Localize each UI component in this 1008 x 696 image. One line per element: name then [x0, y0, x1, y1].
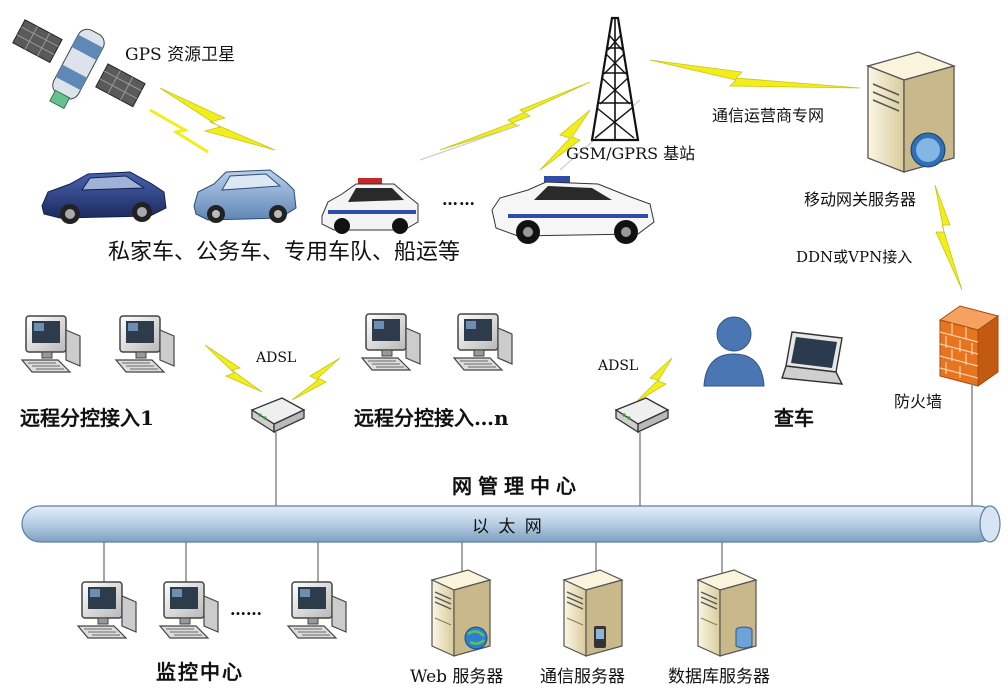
modem-icon [251, 397, 305, 433]
modem-icon [615, 397, 669, 433]
desktop-computer-icon [115, 315, 175, 373]
police-car-icon [491, 176, 655, 244]
ethernet-bus [21, 505, 1001, 543]
vehicle-check-label: 查车 [774, 406, 814, 430]
user-icon [703, 316, 765, 387]
car-icon [41, 171, 167, 224]
laptop-icon [781, 331, 844, 385]
db-server-label: 数据库服务器 [668, 667, 770, 687]
car-icon [193, 169, 297, 223]
vehicles-label: 私家车、公务车、专用车队、船运等 [108, 240, 461, 265]
base-station-label: GSM/GPRS 基站 [566, 144, 696, 163]
desktop-computer-icon [453, 313, 513, 371]
desktop-computer-icon [361, 313, 421, 371]
desktop-computer-icon [77, 581, 137, 639]
comm-server-label: 通信服务器 [540, 667, 625, 687]
adsl-left-label: ADSL [256, 350, 297, 366]
vehicles-ellipsis: …… [442, 190, 476, 209]
remote-access-1-label: 远程分控接入1 [20, 406, 154, 430]
desktop-computer-icon [159, 581, 219, 639]
satellite-icon [12, 19, 146, 110]
firewall-label: 防火墙 [894, 392, 943, 411]
monitor-dots: …… [230, 600, 262, 619]
management-center-label: 网管理中心 [452, 474, 582, 498]
wireless-links [149, 59, 963, 403]
cell-tower-icon [590, 16, 640, 142]
db-server-icon [697, 569, 757, 657]
remote-access-n-label: 远程分控接入…n [354, 406, 509, 430]
ddn-vpn-label: DDN或VPN接入 [796, 248, 913, 266]
carrier-network-label: 通信运营商专网 [712, 106, 825, 125]
gateway-server-icon [865, 51, 957, 173]
web-server-label: Web 服务器 [410, 667, 504, 687]
adsl-right-label: ADSL [598, 358, 639, 374]
desktop-computer-icon [21, 315, 81, 373]
monitor-center-label: 监控中心 [156, 660, 244, 684]
gateway-server-label: 移动网关服务器 [804, 190, 917, 209]
web-server-icon [431, 569, 491, 657]
police-car-icon [321, 178, 419, 234]
ethernet-label: 以 太 网 [472, 517, 544, 537]
firewall-icon [938, 305, 1000, 387]
gps-satellite-label: GPS 资源卫星 [125, 45, 236, 65]
comm-server-icon [563, 569, 623, 657]
desktop-computer-icon [287, 581, 347, 639]
